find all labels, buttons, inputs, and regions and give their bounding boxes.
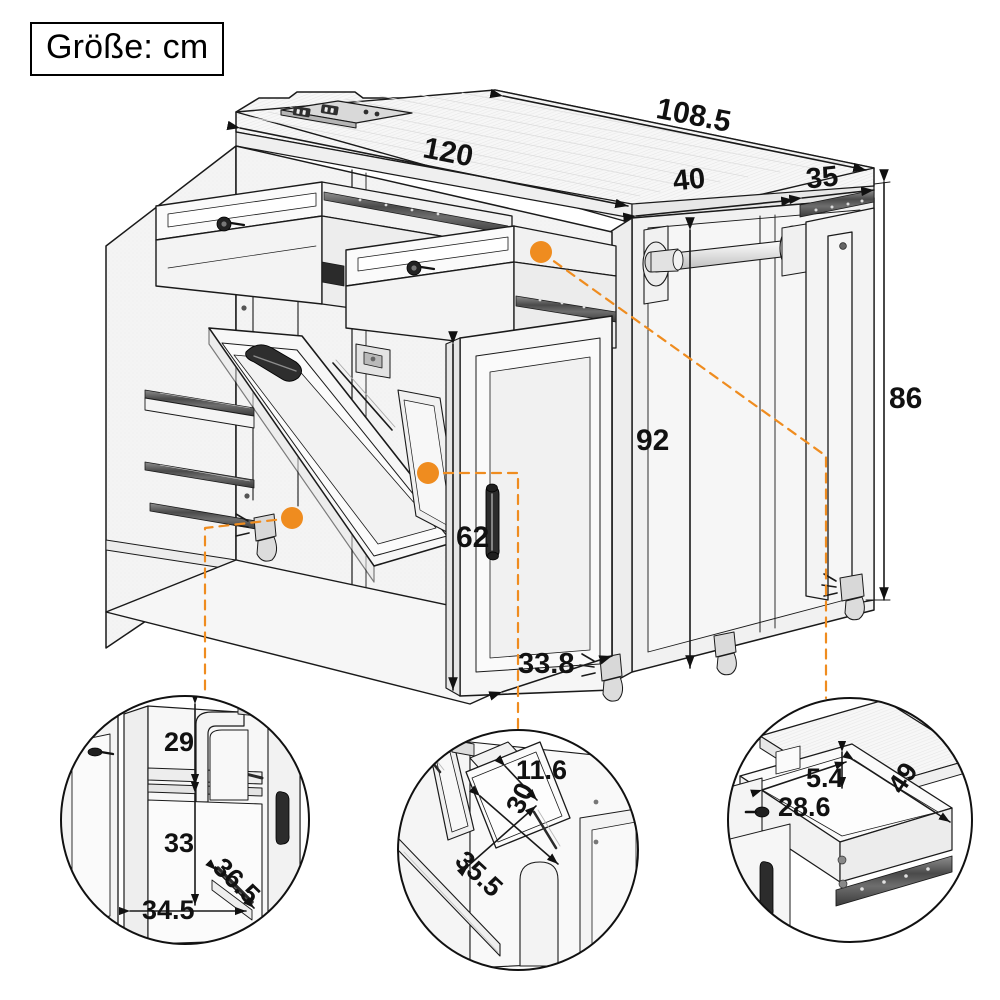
callout-leaders: [203, 250, 828, 732]
tilt-door-handle: [245, 344, 302, 382]
dimension-label-40: 40: [671, 162, 707, 198]
detail-right-label-28-6: 28.6: [778, 792, 831, 822]
callout-leader-2: [426, 471, 520, 732]
detail-left-label-34-5: 34.5: [142, 895, 195, 925]
detail-center-label-11-6: 11.6: [516, 755, 568, 785]
dimension-label-33-8: 33.8: [518, 648, 575, 680]
drawer-knob-left: [216, 216, 246, 232]
callout-dot-2: [417, 462, 439, 484]
callout-leader-3: [539, 250, 828, 700]
detail-view-right: [727, 697, 973, 943]
detail-left-label-33: 33: [164, 828, 195, 858]
cabinet-door-front: [445, 315, 613, 697]
callout-dot-1: [281, 507, 303, 529]
dimension-lines-main: [226, 88, 891, 701]
drawer-knob-right: [406, 260, 436, 276]
callout-dots: [281, 241, 552, 529]
caster-rear: [713, 631, 737, 676]
dimension-label-62: 62: [456, 521, 490, 554]
callout-leader-1: [203, 516, 294, 698]
cabinet-door-handle: [485, 483, 500, 561]
detail-left-label-29: 29: [164, 727, 195, 757]
detail-view-center: [397, 729, 639, 971]
unit-legend-box: Größe: cm: [30, 22, 225, 76]
tilt-door-hinge: [355, 343, 391, 379]
dimension-label-35: 35: [804, 160, 840, 196]
dimension-label-92: 92: [636, 424, 670, 457]
callout-dot-3: [530, 241, 552, 263]
dimension-label-86: 86: [889, 382, 923, 415]
caster-leg-right: [821, 573, 865, 621]
detail-right-label-5-4: 5.4: [806, 763, 844, 793]
stopper-block: [321, 261, 345, 287]
